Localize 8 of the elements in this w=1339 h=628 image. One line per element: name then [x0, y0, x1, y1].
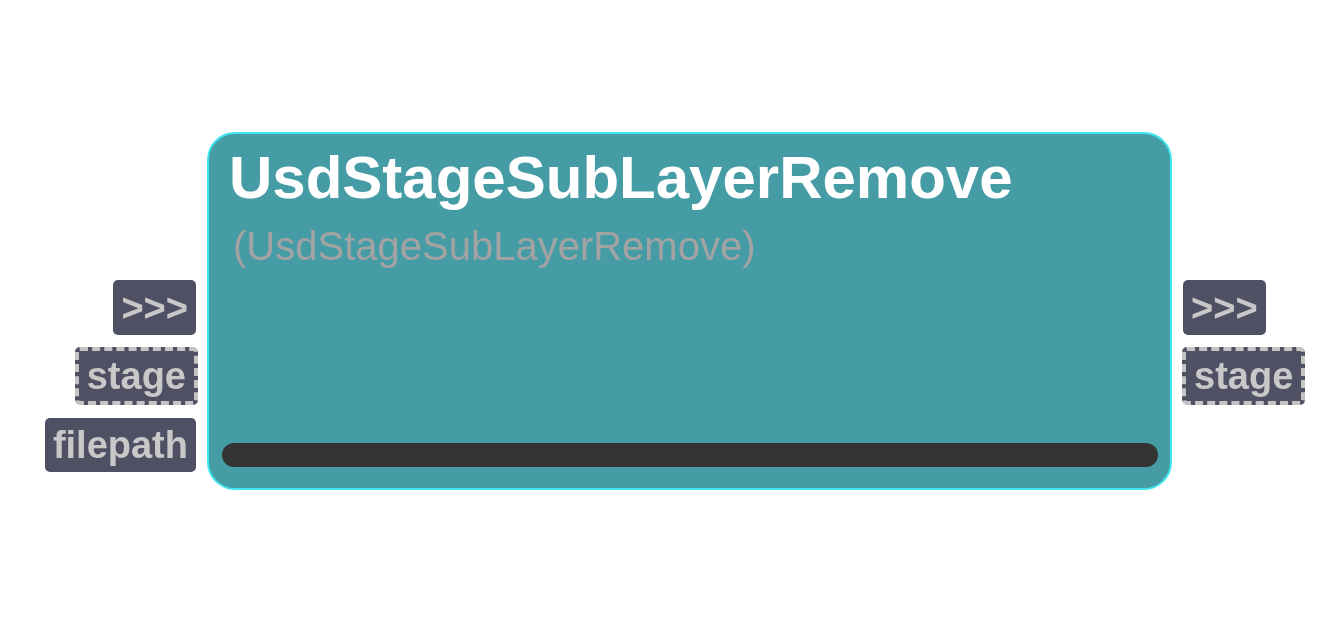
- port-label: filepath: [44, 418, 196, 472]
- function-node-card: [207, 132, 1172, 490]
- port-label: >>>: [113, 280, 196, 335]
- node-title: UsdStageSubLayerRemove: [229, 143, 1013, 213]
- port-label: >>>: [1183, 280, 1266, 335]
- port-label: stage: [1182, 347, 1306, 405]
- port-label: stage: [74, 347, 198, 405]
- node-subtitle: (UsdStageSubLayerRemove): [233, 223, 756, 270]
